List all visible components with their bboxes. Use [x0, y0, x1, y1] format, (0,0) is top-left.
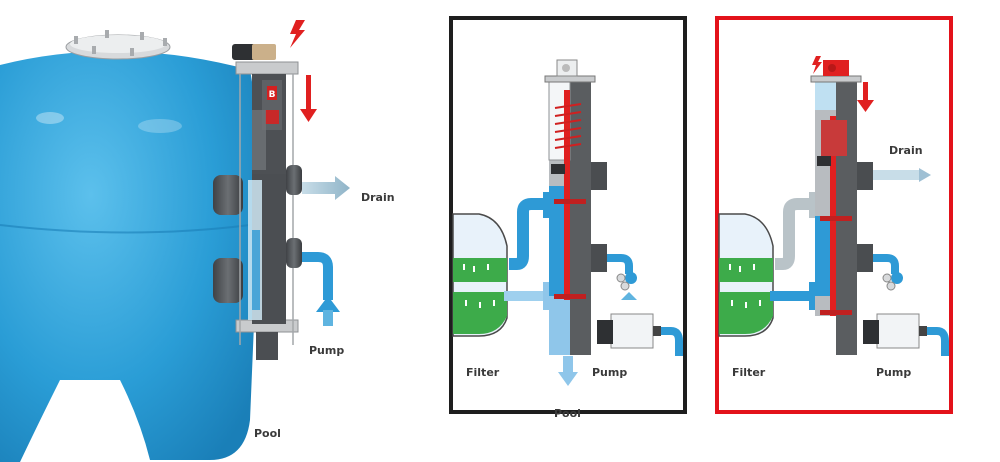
pipe-filter-bottom — [504, 291, 549, 301]
pipe-filter-top — [509, 198, 549, 270]
filter-tank — [452, 213, 508, 337]
drain-arrow-icon — [873, 168, 931, 182]
svg-text:B: B — [269, 90, 276, 100]
tank-lid — [65, 30, 171, 60]
filter-label: Filter — [466, 366, 500, 379]
backwash-valve: B — [232, 44, 302, 360]
pump-arrow-icon — [621, 292, 637, 300]
pool-arrow-icon — [558, 356, 578, 386]
down-arrow-icon — [300, 75, 317, 122]
pump-label: Pump — [309, 344, 345, 357]
valve-column — [810, 60, 873, 355]
pipe-filter-top — [775, 198, 815, 270]
drain-label: Drain — [889, 144, 923, 157]
pump-unit — [597, 313, 683, 356]
filtration-svg — [452, 59, 683, 386]
power-bolt-icon — [812, 56, 822, 74]
filter-tank — [718, 213, 774, 337]
filter-label: Filter — [732, 366, 766, 379]
pool-label: Pool — [254, 427, 281, 440]
pipe-pump — [607, 254, 633, 274]
power-bolt-icon — [290, 20, 305, 48]
pipe-filter-bottom — [770, 291, 815, 301]
pipe-pump — [873, 254, 899, 274]
gauge-icon — [625, 272, 637, 284]
drain-label: Drain — [361, 191, 395, 204]
backwash-svg — [718, 56, 949, 356]
pump-label: Pump — [876, 366, 912, 379]
drain-arrow-icon — [302, 176, 350, 200]
gauge-icon — [891, 272, 903, 284]
valve-column — [544, 59, 607, 355]
down-arrow-icon — [857, 82, 874, 112]
pool-label: Pool — [554, 407, 581, 420]
tank-ports — [213, 175, 243, 303]
backwash-diagram: Drain Filter Pump — [715, 16, 953, 414]
product-illustration: B — [0, 0, 420, 462]
filtration-diagram: Filter Pump Pool — [449, 16, 687, 420]
pump-unit — [863, 313, 949, 356]
filter-tank — [0, 51, 259, 462]
product-svg: B — [0, 20, 350, 462]
pump-label: Pump — [592, 366, 628, 379]
pump-arrow-icon — [302, 252, 340, 326]
